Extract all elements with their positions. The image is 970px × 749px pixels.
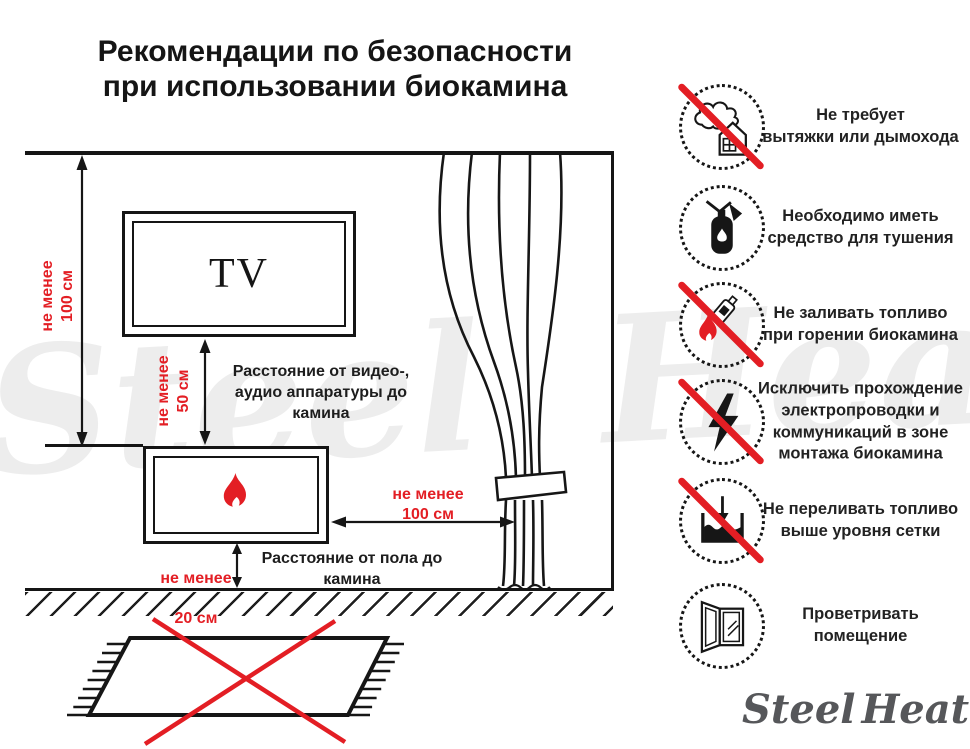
wall-clearance-arrow [76, 155, 88, 447]
curtain-clearance-arrow [331, 516, 515, 528]
logo-steel: Steel [742, 686, 856, 733]
safety-item-1-text: Не требует вытяжки или дымохода [762, 106, 959, 146]
tv-label: TV [209, 251, 269, 297]
safety-item-2-circle [679, 185, 765, 271]
floor-clearance-label: не менее 20 см [160, 570, 232, 627]
curtain-clearance-label: не менее 100 см [392, 486, 464, 523]
no-rug-marking [67, 617, 404, 746]
biofireplace-opening [153, 456, 319, 534]
floor-hatching [25, 592, 613, 616]
page-title-line2: при использовании биокамина [102, 70, 568, 104]
biofireplace [143, 446, 329, 544]
safety-item-4-text: Исключить прохождение электропроводки и … [758, 379, 963, 463]
av-clearance-caption: Расстояние от видео-, аудио аппаратуры д… [232, 363, 410, 422]
ceiling-line [25, 151, 614, 155]
page-title-line1: Рекомендации по безопасности [97, 35, 573, 68]
logo-heat: Heat [861, 686, 970, 733]
rug-prohibition-cross [143, 617, 347, 746]
page-title: Рекомендации по безопасности при использ… [15, 34, 655, 104]
safety-item-3-text: Не заливать топливо при горении биокамин… [763, 304, 958, 344]
av-clearance-arrow [199, 339, 211, 445]
fireplace-top-level-line [45, 444, 143, 447]
wall-clearance-label: не менее 100 см [39, 260, 76, 332]
floor-clearance-caption: Расстояние от пола до камина [261, 550, 443, 588]
curtain [438, 152, 568, 591]
floor-line [25, 588, 614, 591]
ventilate-icon [700, 600, 745, 654]
curtain-tie-band [494, 470, 568, 502]
tv-screen: TV [132, 221, 346, 327]
safety-item-2-text: Необходимо иметь средство для тушения [767, 207, 954, 247]
extinguisher-icon [705, 200, 743, 254]
flame-icon [223, 473, 247, 507]
safety-item-6-circle [679, 583, 765, 669]
tv: TV [122, 211, 356, 337]
safety-item-5-text: Не переливать топливо выше уровня сетки [762, 500, 959, 540]
steelheat-logo: Steel Heat [742, 676, 970, 744]
right-wall-line [611, 151, 614, 591]
av-clearance-label: не менее 50 см [155, 355, 192, 427]
safety-item-6-text: Проветривать помещение [802, 605, 919, 645]
floor-clearance-arrow [232, 543, 242, 588]
